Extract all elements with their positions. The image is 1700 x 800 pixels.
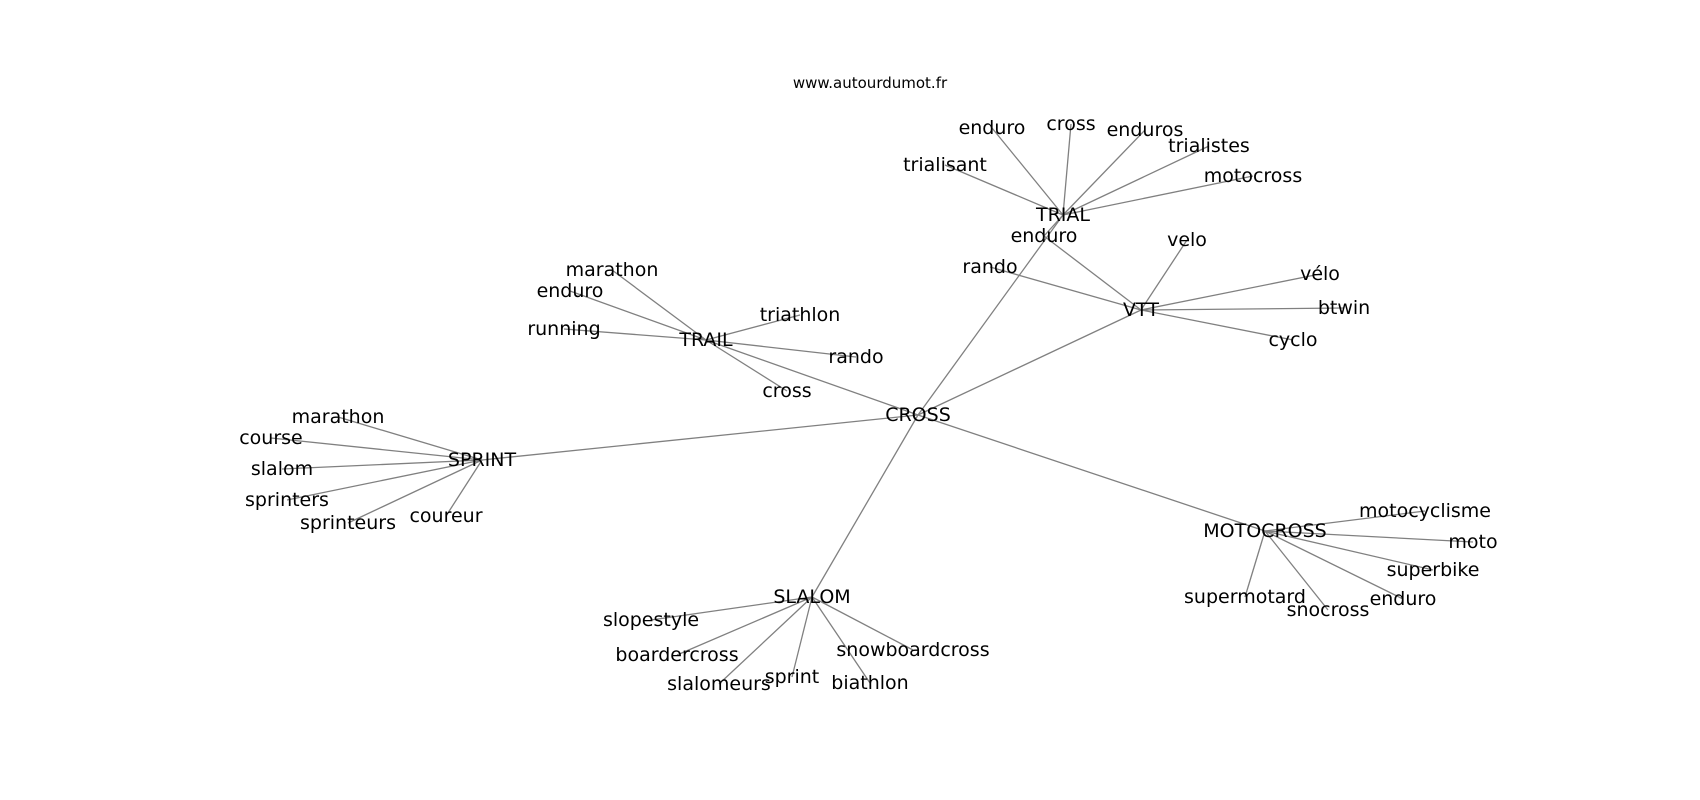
edge-vtt-4: [989, 266, 1142, 311]
edge-center-vtt: [917, 309, 1142, 416]
edge-vtt-0: [1140, 239, 1188, 311]
hub-node-trail: TRAIL: [678, 329, 733, 351]
leaf-node-trial-5: trialisant: [903, 154, 987, 176]
leaf-node-trial-4: motocross: [1204, 165, 1302, 187]
edge-trail-2: [563, 328, 707, 341]
edge-trail-4: [705, 339, 857, 358]
edge-trial-3: [1062, 145, 1210, 216]
leaf-node-motocross-4: snocross: [1287, 599, 1370, 621]
leaf-node-sprint-5: coureur: [409, 505, 482, 527]
leaf-node-sprint-3: sprinters: [245, 489, 329, 511]
leaf-node-trial-1: cross: [1046, 113, 1095, 135]
edge-sprint-0: [337, 416, 483, 461]
leaf-node-motocross-5: supermotard: [1184, 586, 1306, 608]
leaf-node-motocross-0: motocyclisme: [1359, 500, 1491, 522]
leaf-node-trial-2: enduros: [1107, 119, 1184, 141]
leaf-node-slalom-0: slopestyle: [603, 609, 699, 631]
leaf-node-slalom-3: sprint: [765, 666, 820, 688]
edge-vtt-1: [1140, 273, 1321, 311]
edge-slalom-2: [718, 596, 813, 685]
leaf-node-vtt-0: velo: [1167, 229, 1207, 251]
leaf-node-trail-0: marathon: [566, 259, 659, 281]
leaf-node-trail-5: cross: [762, 380, 811, 402]
edge-trial-4: [1062, 175, 1254, 216]
edge-vtt-3: [1140, 309, 1294, 341]
edge-motocross-0: [1264, 510, 1426, 532]
edge-slalom-5: [811, 596, 914, 651]
edge-sprint-2: [281, 459, 483, 470]
edge-vtt-2: [1140, 307, 1345, 311]
edge-motocross-4: [1264, 530, 1329, 611]
edge-sprint-5: [445, 459, 483, 517]
edge-motocross-5: [1244, 530, 1266, 598]
edge-trial-1: [1062, 123, 1072, 216]
edge-motocross-3: [1264, 530, 1404, 600]
hub-node-vtt: VTT: [1123, 299, 1159, 321]
edge-trial-0: [991, 127, 1064, 216]
edge-center-slalom: [811, 414, 919, 598]
edge-slalom-1: [676, 596, 813, 656]
leaf-node-vtt-2: btwin: [1318, 297, 1370, 319]
edge-center-trail: [705, 339, 919, 416]
leaf-node-vtt-1: vélo: [1300, 263, 1340, 285]
leaf-node-vtt-3: cyclo: [1268, 329, 1317, 351]
leaf-node-trial-3: trialistes: [1168, 135, 1250, 157]
leaf-node-sprint-2: slalom: [251, 458, 313, 480]
edge-sprint-1: [270, 437, 483, 461]
leaf-node-trial-0: enduro: [959, 117, 1026, 139]
leaf-node-vtt-4: rando: [962, 256, 1017, 278]
edge-slalom-4: [811, 596, 871, 684]
leaf-node-slalom-5: snowboardcross: [836, 639, 989, 661]
edge-motocross-2: [1264, 530, 1434, 571]
edge-trial-2: [1062, 129, 1146, 216]
edge-trail-0: [611, 269, 707, 341]
leaf-node-motocross-3: enduro: [1370, 588, 1437, 610]
hub-node-trial: TRIAL: [1035, 204, 1090, 226]
edges: [270, 123, 1474, 685]
edge-center-motocross: [917, 414, 1266, 532]
edge-center-trial: [917, 214, 1064, 416]
leaf-node-trail-2: running: [527, 318, 600, 340]
edge-slalom-0: [650, 596, 813, 621]
center-node-label: CROSS: [885, 404, 951, 426]
leaf-node-trail-3: triathlon: [760, 304, 841, 326]
edge-trial-6: [1043, 214, 1064, 237]
edge-center-sprint: [481, 414, 919, 461]
edge-slalom-3: [791, 596, 813, 678]
leaf-node-motocross-2: superbike: [1387, 559, 1480, 581]
leaf-node-trial-6: enduro: [1011, 225, 1078, 247]
leaf-node-trail-4: rando: [828, 346, 883, 368]
leaf-node-slalom-4: biathlon: [831, 672, 908, 694]
site-title: www.autourdumot.fr: [793, 74, 948, 92]
hub-node-slalom: SLALOM: [773, 586, 850, 608]
hub-node-motocross: MOTOCROSS: [1203, 520, 1326, 542]
leaf-node-slalom-1: boardercross: [615, 644, 738, 666]
edge-trail-1: [569, 290, 707, 341]
leaf-node-trail-1: enduro: [537, 280, 604, 302]
edge-trail-5: [705, 339, 788, 392]
edge-vtt-5: [1043, 235, 1142, 311]
leaf-node-motocross-1: moto: [1448, 531, 1497, 553]
leaf-node-sprint-4: sprinteurs: [300, 512, 396, 534]
edge-trail-3: [705, 314, 801, 341]
leaf-node-sprint-1: course: [239, 427, 303, 449]
node-labels: CROSSTRAILmarathonendurorunningtriathlon…: [239, 113, 1497, 695]
edge-sprint-4: [347, 459, 483, 524]
leaf-node-slalom-2: slalomeurs: [667, 673, 771, 695]
hub-node-sprint: SPRINT: [448, 449, 517, 471]
edge-motocross-1: [1264, 530, 1474, 543]
edge-sprint-3: [286, 459, 483, 501]
edge-trial-5: [944, 164, 1064, 216]
leaf-node-sprint-0: marathon: [292, 406, 385, 428]
